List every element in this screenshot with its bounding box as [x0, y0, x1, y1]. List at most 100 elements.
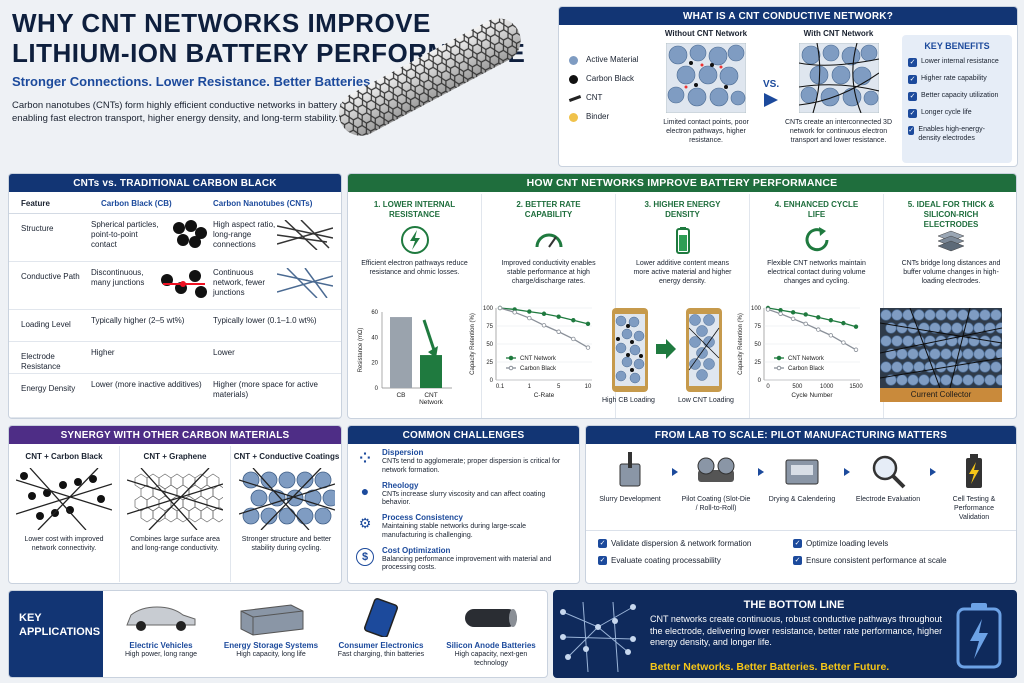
cycle-icon	[750, 224, 883, 256]
scale-step: Drying & Calendering	[762, 452, 842, 505]
tick-label: 1	[528, 384, 532, 390]
cb-path-icon	[161, 270, 207, 298]
tick-label: 50	[754, 342, 761, 348]
legend-label: Carbon Black	[788, 366, 825, 372]
scale-header: FROM LAB TO SCALE: PILOT MANUFACTURING M…	[586, 426, 1016, 444]
low-cnt-label: Low CNT Loading	[678, 397, 734, 404]
step-arrow-icon	[844, 468, 850, 476]
how-item-title: 1. LOWER INTERNAL RESISTANCE	[373, 200, 456, 219]
cnt-coating-graphic	[238, 468, 335, 530]
benefit-item: ✓Longer cycle life	[908, 109, 972, 119]
layers-icon	[884, 224, 1016, 256]
synergy-header: SYNERGY WITH OTHER CARBON MATERIALS	[9, 426, 341, 444]
how-item-desc: Improved conductivity enables stable per…	[501, 260, 596, 285]
legend-label: CNT Network	[788, 356, 825, 362]
row-cb: Typically higher (2–5 wt%)	[91, 316, 185, 325]
hero-tagline: Stronger Connections. Lower Resistance. …	[12, 74, 374, 89]
beaker-icon	[619, 452, 641, 487]
data-point	[803, 321, 808, 327]
legend-marker	[508, 365, 514, 371]
check-icon: ✓	[908, 92, 917, 102]
x-axis-label: C-Rate	[534, 392, 555, 399]
row-feature: Structure	[21, 224, 54, 233]
tick-label: 1000	[820, 384, 834, 390]
battery-bolt-icon	[966, 454, 982, 488]
tick-label: 0	[766, 384, 770, 390]
col-cnt: Carbon Nanotubes (CNTs)	[213, 199, 313, 208]
application-desc: Fast charging, thin batteries	[337, 651, 425, 658]
row-cb: Lower (more inactive additives)	[91, 380, 202, 389]
what-is-header: WHAT IS A CNT CONDUCTIVE NETWORK?	[559, 7, 1017, 25]
data-point	[571, 336, 576, 342]
data-point	[853, 324, 859, 329]
hero-title-line1: WHY CNT NETWORKS IMPROVE	[12, 8, 431, 38]
scale-step-label: Pilot Coating (Slot-Die / Roll-to-Roll)	[681, 496, 751, 512]
scale-step: Electrode Evaluation	[848, 452, 928, 505]
benefit-item: ✓Enables high-energy-density electrodes	[908, 126, 985, 142]
data-point	[778, 311, 783, 316]
row-cnt: Lower	[213, 348, 235, 357]
scale-step: Pilot Coating (Slot-Die / Roll-to-Roll)	[676, 452, 756, 514]
data-point	[828, 333, 834, 338]
vs-label: VS.	[763, 79, 780, 90]
data-point	[790, 316, 796, 321]
data-point	[541, 323, 547, 328]
data-point	[571, 318, 576, 323]
cylinder-battery-icon	[465, 609, 517, 627]
thick-electrode-visual: Current Collector	[880, 308, 1002, 402]
application-desc: High capacity, long life	[236, 651, 306, 658]
x-axis-label: Cycle Number	[791, 392, 833, 399]
cnt-carbon-black-graphic	[16, 468, 112, 530]
vs-arrow	[764, 93, 778, 107]
row-cnt: Continuous network, fewer junctions	[213, 268, 266, 297]
data-point	[841, 340, 846, 345]
application-desc: High capacity, next-gen technology	[454, 651, 528, 667]
data-point	[497, 305, 503, 311]
bottom-line-slogan: Better Networks. Better Batteries. Bette…	[650, 661, 890, 673]
tick-label: 0.1	[496, 384, 505, 390]
droplet-icon: ●	[360, 482, 370, 499]
how-item: 5. IDEAL FOR THICK & SILICON-RICH ELECTR…	[884, 194, 1016, 418]
with-cnt: With CNT Network CNTs create an intercon…	[785, 29, 892, 144]
compare-header: CNTs vs. TRADITIONAL CARBON BLACK	[9, 174, 341, 192]
data-point	[803, 312, 808, 317]
how-item-desc: CNTs bridge long distances and buffer vo…	[901, 260, 1001, 285]
y-axis-label: Capacity Retention (%)	[738, 313, 744, 375]
high-cb-label: High CB Loading	[602, 397, 655, 404]
application-title: Energy Storage Systems	[223, 641, 319, 650]
synergy-title: CNT + Carbon Black	[25, 452, 103, 461]
cb-particles-icon	[173, 220, 207, 248]
checkbox-icon: ✓	[598, 556, 607, 566]
check-icon: ✓	[908, 75, 917, 85]
legend-marker	[776, 365, 782, 371]
application-title: Consumer Electronics	[338, 641, 424, 650]
legend-label: CNT Network	[520, 356, 557, 362]
scale-check-item: ✓Ensure consistent performance at scale	[793, 556, 947, 566]
energy-arrow-icon	[656, 344, 666, 354]
dollar-icon: $	[356, 547, 374, 566]
checkbox-icon: ✓	[793, 539, 802, 549]
decrease-arrow-head	[428, 346, 438, 358]
coater-icon	[697, 457, 735, 482]
what-is-panel: WHAT IS A CNT CONDUCTIVE NETWORK? Active…	[558, 6, 1018, 167]
series-line	[767, 308, 857, 351]
tick-label: 75	[486, 324, 493, 330]
scale-step-label: Slurry Development	[599, 496, 661, 503]
row-cnt: Higher (more space for active materials)	[213, 380, 318, 399]
application-title: Electric Vehicles	[129, 641, 193, 650]
tick-label: 10	[585, 384, 592, 390]
magnifier-icon	[872, 455, 906, 489]
how-panel: HOW CNT NETWORKS IMPROVE BATTERY PERFORM…	[347, 173, 1017, 419]
data-point	[585, 345, 591, 350]
data-point	[527, 309, 532, 314]
tick-label: 25	[754, 360, 761, 366]
step-arrow-icon	[672, 468, 678, 476]
storage-icon	[240, 604, 304, 636]
